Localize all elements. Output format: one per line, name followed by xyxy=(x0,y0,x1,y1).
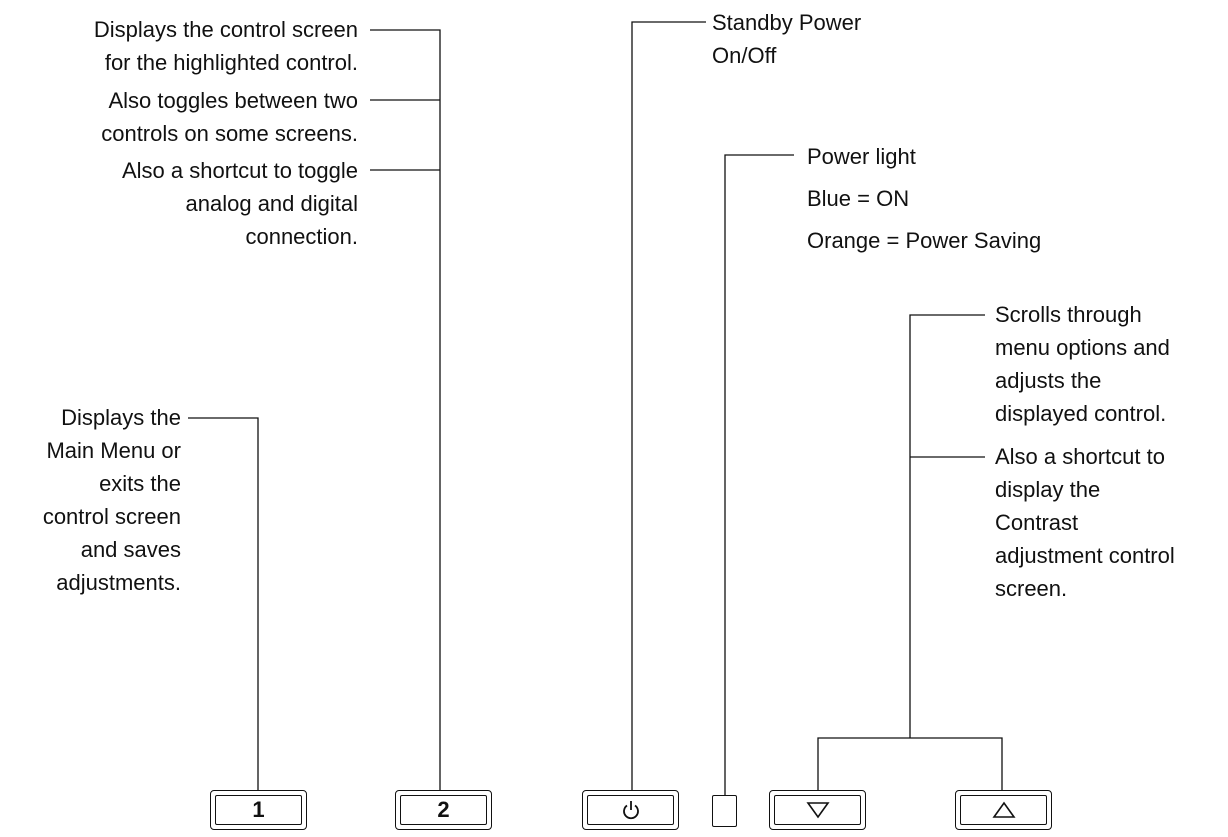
power-light xyxy=(712,795,737,827)
arrows-description-scroll: Scrolls through menu options and adjusts… xyxy=(995,302,1170,426)
button-1[interactable]: 1 xyxy=(210,790,307,830)
leader-power-light xyxy=(724,154,794,795)
down-button[interactable] xyxy=(769,790,866,830)
triangle-down-icon xyxy=(805,802,830,819)
button2-description-toggle: Also toggles between two controls on som… xyxy=(101,88,358,146)
button-2[interactable]: 2 xyxy=(395,790,492,830)
up-button[interactable] xyxy=(955,790,1052,830)
power-button-description: Standby Power On/Off xyxy=(712,10,862,68)
leader-arrows-branch xyxy=(817,737,1003,790)
button1-description: Displays the Main Menu or exits the cont… xyxy=(42,405,181,595)
power-button-face xyxy=(587,795,674,825)
button2-description-main: Displays the control screen for the high… xyxy=(93,17,358,75)
button2-description-analog: Also a shortcut to toggle analog and dig… xyxy=(121,158,358,249)
power-button[interactable] xyxy=(582,790,679,830)
leader-power-button xyxy=(631,21,706,790)
power-light-title: Power light xyxy=(807,144,916,169)
triangle-up-icon xyxy=(991,801,1016,818)
power-light-orange: Orange = Power Saving xyxy=(807,228,1042,253)
arrows-description-contrast: Also a shortcut to display the Contrast … xyxy=(995,444,1175,601)
leader-arrows-scroll xyxy=(909,314,985,738)
leader-button1 xyxy=(188,417,259,790)
down-button-face xyxy=(774,795,861,825)
up-button-face xyxy=(960,795,1047,825)
button-1-label: 1 xyxy=(215,795,302,825)
leader-button2-main xyxy=(370,29,441,790)
power-icon xyxy=(622,801,639,820)
power-light-blue: Blue = ON xyxy=(807,186,910,211)
button-2-label: 2 xyxy=(400,795,487,825)
